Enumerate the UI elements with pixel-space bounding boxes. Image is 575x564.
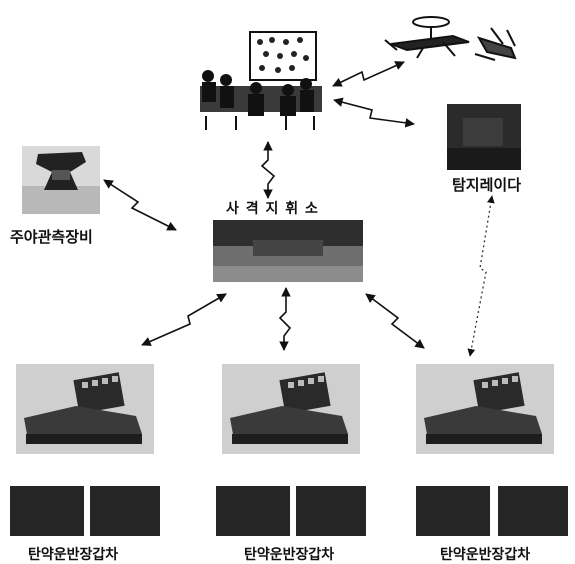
launcher-vehicle-illustration: [16, 364, 154, 454]
launcher-label-1: 탄약운반장갑차: [28, 544, 118, 564]
ammo-carrier-image-3a: [416, 486, 490, 536]
launcher-vehicle-illustration: [416, 364, 554, 454]
ammo-carrier-image-3b: [498, 486, 568, 536]
link-command-launcher-1: [142, 294, 226, 345]
launcher-label-2: 탄약운반장갑차: [244, 544, 334, 564]
link-hq-command: [262, 142, 274, 198]
launcher-vehicle-illustration: [222, 364, 360, 454]
link-command-launcher-2: [280, 288, 290, 350]
ammo-carrier-image-1a: [10, 486, 84, 536]
launcher-vehicle-image-3: [416, 364, 554, 454]
observation-equipment-image: [22, 146, 100, 214]
link-command-launcher-3: [366, 294, 424, 348]
observer-label: 주야관측장비: [10, 226, 93, 247]
link-observer-command: [104, 180, 176, 230]
radar-illustration: [447, 104, 521, 170]
launcher-vehicle-image-1: [16, 364, 154, 454]
radar-label: 탐지레이다: [452, 174, 521, 195]
launcher-label-3: 탄약운반장갑차: [440, 544, 530, 564]
ammo-carrier-image-1b: [90, 486, 160, 536]
observation-device-illustration: [22, 146, 100, 214]
radar-image: [447, 104, 521, 170]
command-post-image: [213, 220, 363, 282]
ammo-carrier-image-2a: [216, 486, 290, 536]
headquarters-operations-room: [196, 30, 326, 136]
operations-room-illustration: [196, 30, 326, 136]
link-radar-launcher-3: [470, 196, 492, 356]
ammo-carrier-image-2b: [296, 486, 366, 536]
command-vehicle-illustration: [213, 220, 363, 282]
launcher-vehicle-image-2: [222, 364, 360, 454]
command-post-label: 사 격 지 휘 소: [226, 198, 319, 218]
link-hq-radar: [334, 100, 414, 124]
uav-drone-illustration: [383, 8, 523, 66]
